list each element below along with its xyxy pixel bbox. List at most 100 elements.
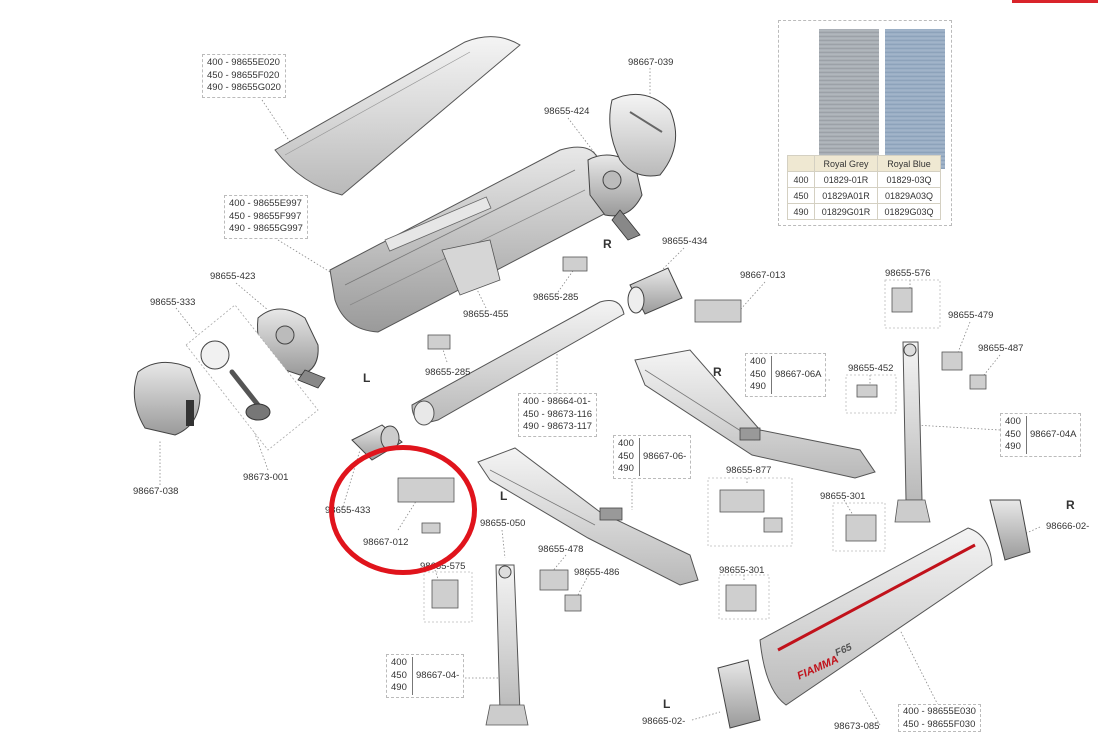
roller-gear-left-part <box>351 424 403 461</box>
leg-r-size-490: 490 <box>1005 441 1021 452</box>
cell-size: 450 <box>787 187 815 204</box>
arm-r-size-400: 400 <box>750 356 766 367</box>
label-98655-877: 98655-877 <box>726 465 772 476</box>
label-98673-001: 98673-001 <box>243 472 289 483</box>
leg-l-code: 98667-04- <box>416 669 460 681</box>
crank-housing-part <box>133 361 201 436</box>
label-98655-301-right: 98655-301 <box>820 491 866 502</box>
royal-grey-swatch <box>819 29 879 169</box>
part-frames <box>423 279 941 623</box>
arm-right-part <box>634 349 876 479</box>
cell-grey-code: 01829A01R <box>814 187 878 204</box>
motor-gear-part <box>627 267 683 315</box>
fabric-row-490: 490 01829G01R 01829G03Q <box>787 203 941 220</box>
label-98655-333: 98655-333 <box>150 297 196 308</box>
roller-size-400: 400 - 98664-01- <box>523 396 591 407</box>
arm-l-size-450: 450 <box>618 450 634 462</box>
case-part-box: 400 - 98655E997 450 - 98655F997 490 - 98… <box>224 195 308 239</box>
arm-l-size-490: 490 <box>618 463 634 474</box>
leg-l-size-490: 490 <box>391 682 407 693</box>
cover-size-450: 450 - 98655F020 <box>207 69 280 81</box>
arm-r-code: 98667-06A <box>775 368 822 380</box>
arm-left-part-box: 400 450 490 98667-06- <box>613 435 692 479</box>
leg-r-code: 98667-04A <box>1030 428 1077 440</box>
front-profile-part <box>717 499 1031 729</box>
arm-l-size-400: 400 <box>618 438 634 449</box>
front-size-450: 450 - 98655F030 <box>903 718 976 730</box>
fabric-table-header: Royal Grey Royal Blue <box>787 155 941 172</box>
label-98655-285-upper: 98655-285 <box>533 292 579 303</box>
highlight-circle <box>329 445 477 575</box>
cell-blue-code: 01829A03Q <box>877 187 941 204</box>
arm-r-size-490: 490 <box>750 381 766 392</box>
leg-r-size-400: 400 <box>1005 416 1021 427</box>
fabric-row-450: 450 01829A01R 01829A03Q <box>787 187 941 204</box>
side-marker-l-top: L <box>363 371 371 385</box>
label-98655-486: 98655-486 <box>574 567 620 578</box>
cell-blue-code: 01829-03Q <box>877 171 941 188</box>
label-98673-085: 98673-085 <box>834 721 880 732</box>
front-cover-part <box>274 36 521 196</box>
label-98655-478: 98655-478 <box>538 544 584 555</box>
leg-l-size-400: 400 <box>391 657 407 668</box>
roller-part-box: 400 - 98664-01- 450 - 98673-116 490 - 98… <box>518 393 598 437</box>
leg-r-size-450: 450 <box>1005 428 1021 440</box>
case-body-part <box>329 146 609 333</box>
side-marker-r-top: R <box>603 237 612 251</box>
arm-right-part-box: 400 450 490 98667-06A <box>745 353 827 397</box>
side-marker-l-bottom: L <box>663 697 671 711</box>
roller-tube-part <box>411 300 625 426</box>
side-marker-l-mid: L <box>500 489 508 503</box>
case-size-400: 400 - 98655E997 <box>229 198 302 209</box>
leg-right-part-box: 400 450 490 98667-04A <box>1000 413 1082 457</box>
arm-l-code: 98667-06- <box>643 450 687 462</box>
label-98655-423: 98655-423 <box>210 271 256 282</box>
leg-right-part <box>894 341 931 523</box>
cell-blue-code: 01829G03Q <box>877 203 941 220</box>
label-98666-02: 98666-02- <box>1046 521 1090 532</box>
label-98655-487: 98655-487 <box>978 343 1024 354</box>
label-98655-575: 98655-575 <box>420 561 466 572</box>
cover-size-490: 490 - 98655G020 <box>207 82 281 93</box>
cell-grey-code: 01829-01R <box>814 171 878 188</box>
label-98655-424: 98655-424 <box>544 106 590 117</box>
label-98655-576: 98655-576 <box>885 268 931 279</box>
side-marker-r-bottom: R <box>1066 498 1075 512</box>
front-size-400: 400 - 98655E030 <box>903 706 976 717</box>
label-98655-434: 98655-434 <box>662 236 708 247</box>
fabric-code-table: Royal Grey Royal Blue 400 01829-01R 0182… <box>787 155 941 220</box>
label-98665-02: 98665-02- <box>642 716 686 727</box>
corner-accent-tab <box>1012 0 1098 3</box>
label-98655-452: 98655-452 <box>848 363 894 374</box>
roller-size-450: 450 - 98673-116 <box>523 408 593 420</box>
label-98655-050: 98655-050 <box>480 518 526 529</box>
cell-size: 400 <box>787 171 815 188</box>
cell-size: 490 <box>787 203 815 220</box>
header-size <box>787 155 815 172</box>
end-cap-right-part <box>587 93 677 241</box>
arm-left-part <box>477 447 699 586</box>
front-profile-part-box: 400 - 98655E030 450 - 98655F030 <box>898 704 981 732</box>
header-royal-blue: Royal Blue <box>877 155 941 172</box>
cover-part-box: 400 - 98655E020 450 - 98655F020 490 - 98… <box>202 54 286 98</box>
cell-grey-code: 01829G01R <box>814 203 878 220</box>
crank-parts-frame <box>185 304 319 451</box>
label-98655-301-left: 98655-301 <box>719 565 765 576</box>
fabric-row-400: 400 01829-01R 01829-03Q <box>787 171 941 188</box>
leg-left-part <box>485 564 529 726</box>
label-98667-039: 98667-039 <box>628 57 674 68</box>
case-size-490: 490 - 98655G997 <box>229 223 303 234</box>
fabric-swatch-panel: Royal Grey Royal Blue 400 01829-01R 0182… <box>778 20 952 226</box>
label-98667-038: 98667-038 <box>133 486 179 497</box>
leg-left-part-box: 400 450 490 98667-04- <box>386 654 465 698</box>
case-size-450: 450 - 98655F997 <box>229 210 302 222</box>
leg-l-size-450: 450 <box>391 669 407 681</box>
cover-size-400: 400 - 98655E020 <box>207 57 280 68</box>
label-98655-455: 98655-455 <box>463 309 509 320</box>
royal-blue-swatch <box>885 29 945 169</box>
header-royal-grey: Royal Grey <box>814 155 878 172</box>
roller-size-490: 490 - 98673-117 <box>523 421 593 432</box>
arm-r-size-450: 450 <box>750 368 766 380</box>
label-98655-285-lower: 98655-285 <box>425 367 471 378</box>
